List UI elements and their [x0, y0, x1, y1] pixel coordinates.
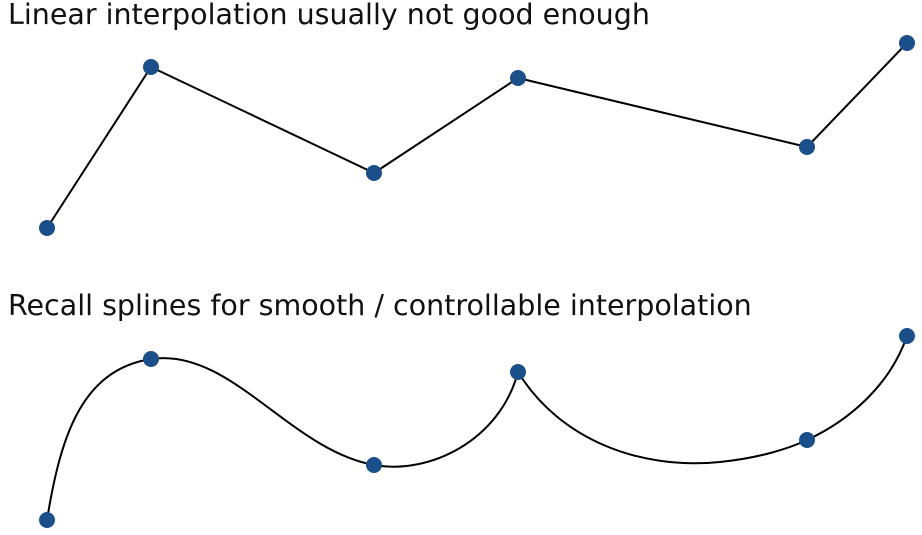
- linear-heading: Linear interpolation usually not good en…: [8, 0, 650, 31]
- linear-point: [39, 220, 55, 236]
- spline-point: [510, 364, 526, 380]
- linear-control-points: [39, 35, 915, 236]
- spline-point: [39, 512, 55, 528]
- linear-point: [899, 35, 915, 51]
- spline-point: [799, 432, 815, 448]
- spline-point: [366, 457, 382, 473]
- linear-point: [799, 139, 815, 155]
- spline-point: [899, 328, 915, 344]
- spline-control-points: [39, 328, 915, 528]
- linear-polyline: [46, 42, 908, 229]
- spline-point: [143, 351, 159, 367]
- linear-point: [366, 165, 382, 181]
- spline-heading: Recall splines for smooth / controllable…: [8, 289, 752, 322]
- linear-point: [143, 59, 159, 75]
- spline-curve: [46, 335, 908, 521]
- linear-point: [510, 70, 526, 86]
